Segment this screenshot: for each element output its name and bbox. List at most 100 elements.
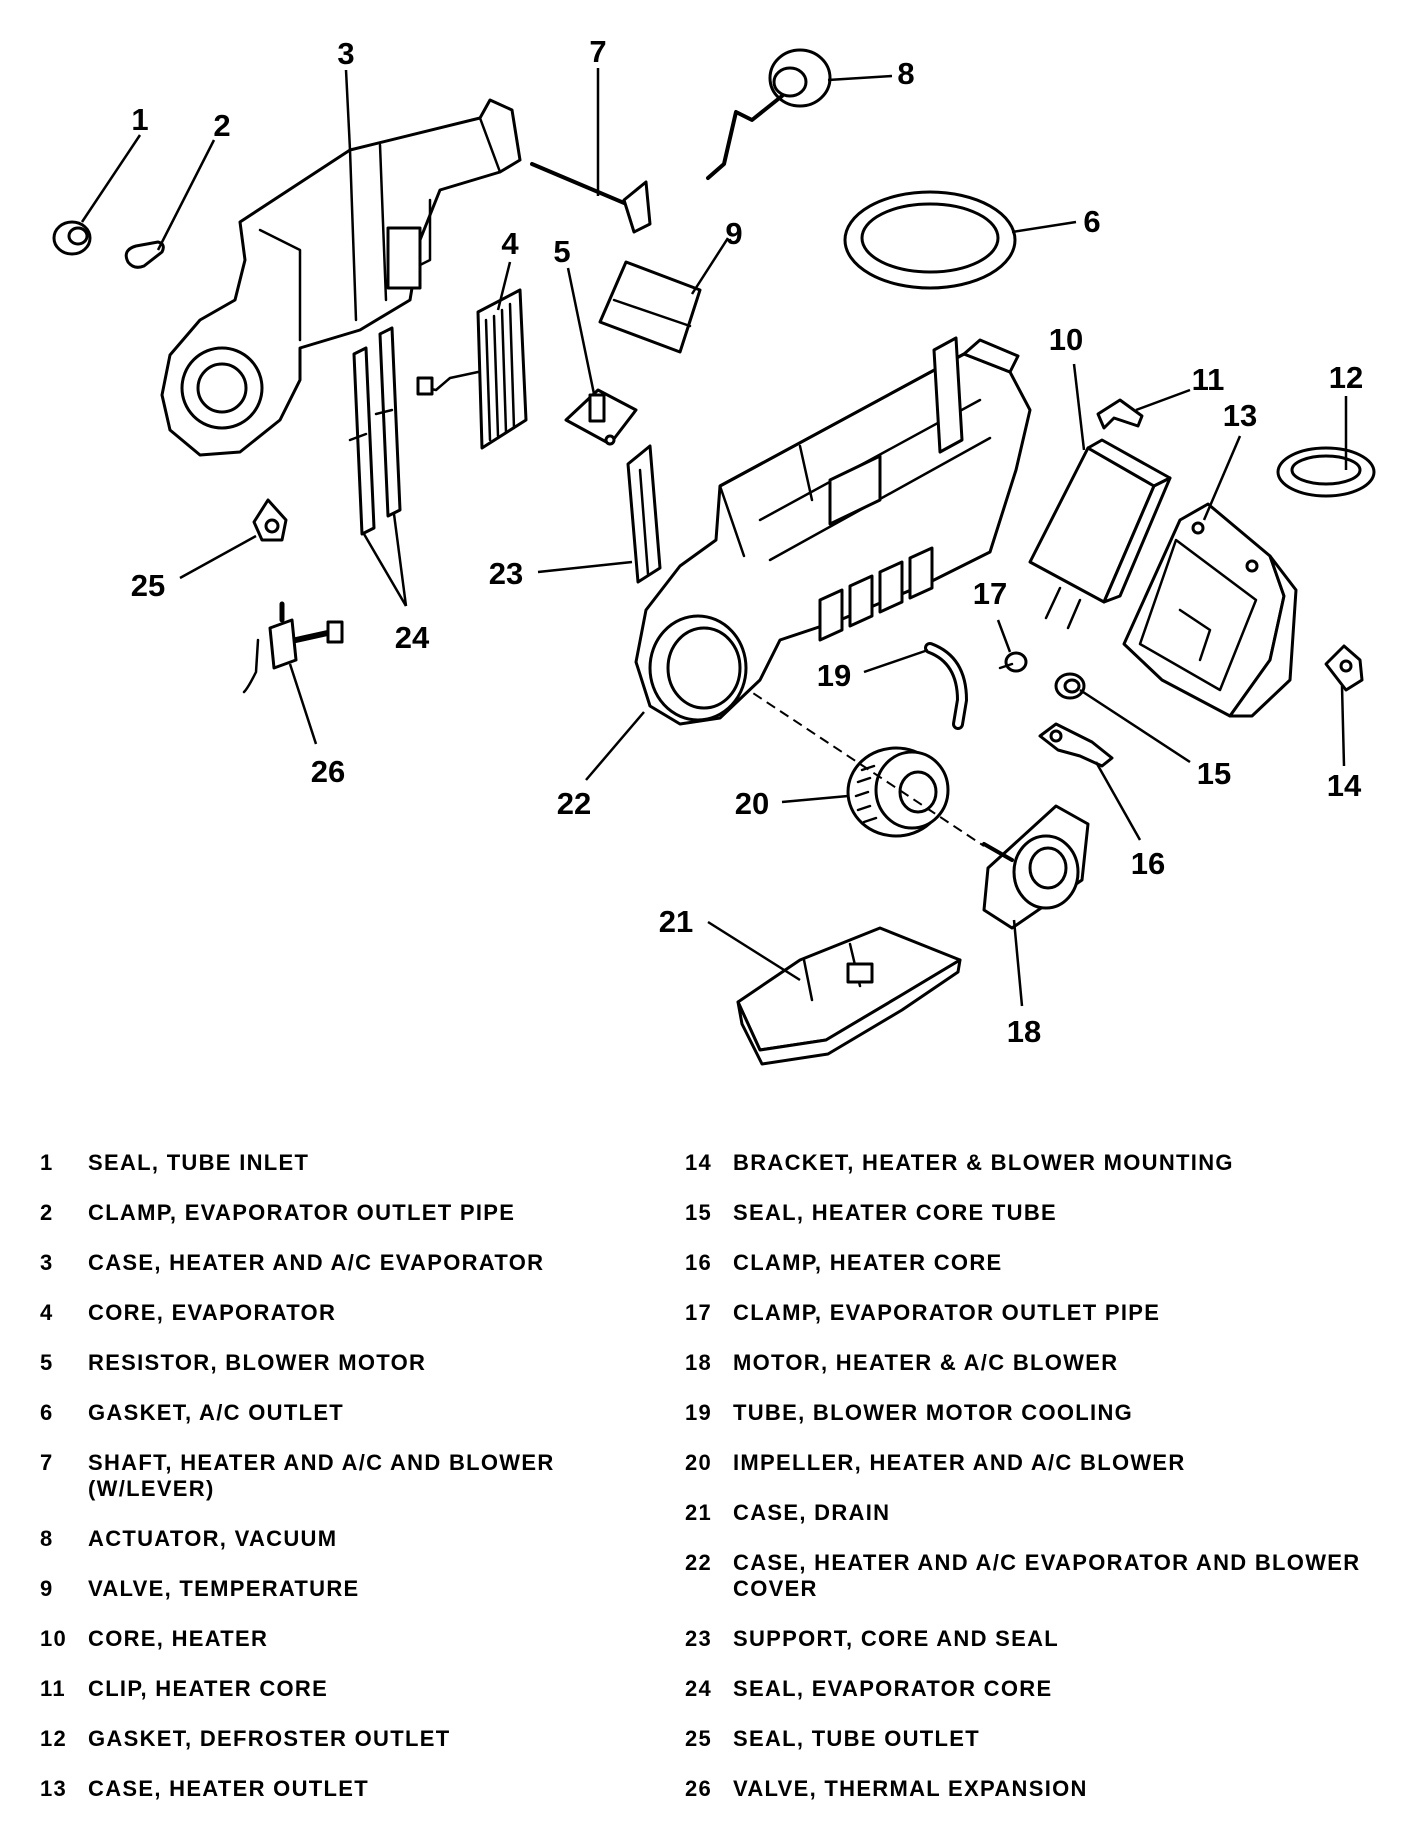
legend-description: SHAFT, HEATER AND A/C AND BLOWER (W/LEVE… <box>88 1450 555 1501</box>
callout-12: 12 <box>1329 360 1363 395</box>
legend-entry: 12 GASKET, DEFROSTER OUTLET <box>40 1726 640 1752</box>
leader-lines <box>80 68 1348 1007</box>
part-blower-motor-cooling-tube <box>924 642 968 730</box>
legend-description: IMPELLER, HEATER AND A/C BLOWER <box>733 1450 1186 1475</box>
callout-17: 17 <box>973 576 1007 611</box>
callout-labels: 1 2 3 4 5 6 7 8 9 10 11 12 13 14 15 16 1… <box>131 34 1363 1049</box>
legend-description: CASE, HEATER AND A/C EVAPORATOR AND BLOW… <box>733 1550 1361 1601</box>
legend-number: 11 <box>40 1676 66 1701</box>
legend-entry: 3 CASE, HEATER AND A/C EVAPORATOR <box>40 1250 640 1276</box>
part-case-heater-ac-evaporator <box>160 98 522 457</box>
legend-description: SEAL, EVAPORATOR CORE <box>733 1676 1053 1701</box>
legend-entry: 24 SEAL, EVAPORATOR CORE <box>685 1676 1375 1702</box>
legend-number: 18 <box>685 1350 713 1375</box>
legend-description: RESISTOR, BLOWER MOTOR <box>88 1350 427 1375</box>
callout-10: 10 <box>1049 322 1083 357</box>
legend-number: 12 <box>40 1726 68 1751</box>
legend-number: 24 <box>685 1676 713 1701</box>
legend-number: 13 <box>40 1776 68 1801</box>
callout-13: 13 <box>1223 398 1257 433</box>
legend-description: TUBE, BLOWER MOTOR COOLING <box>733 1400 1134 1425</box>
legend-description: SEAL, HEATER CORE TUBE <box>733 1200 1057 1225</box>
legend-description: GASKET, A/C OUTLET <box>88 1400 345 1425</box>
legend-description: CASE, HEATER AND A/C EVAPORATOR <box>88 1250 545 1275</box>
callout-19: 19 <box>817 658 851 693</box>
callout-25: 25 <box>131 568 165 603</box>
callout-22: 22 <box>557 786 591 821</box>
legend-entry: 26 VALVE, THERMAL EXPANSION <box>685 1776 1375 1802</box>
part-gasket-defroster-outlet <box>1276 446 1376 498</box>
legend-number: 9 <box>40 1576 54 1601</box>
legend-description: CLAMP, EVAPORATOR OUTLET PIPE <box>733 1300 1161 1325</box>
callout-6: 6 <box>1083 204 1100 239</box>
part-seal-evaporator-core <box>348 326 402 536</box>
callout-20: 20 <box>735 786 769 821</box>
callout-23: 23 <box>489 556 523 591</box>
part-case-heater-outlet <box>1122 502 1298 718</box>
legend-number: 14 <box>685 1150 713 1175</box>
part-resistor-blower-motor <box>564 388 638 446</box>
legend-description: MOTOR, HEATER & A/C BLOWER <box>733 1350 1119 1375</box>
legend-number: 21 <box>685 1500 713 1525</box>
part-vacuum-actuator <box>706 48 832 180</box>
callout-14: 14 <box>1327 768 1362 803</box>
callout-16: 16 <box>1131 846 1165 881</box>
legend-description: SEAL, TUBE INLET <box>88 1150 310 1175</box>
legend-number: 23 <box>685 1626 713 1651</box>
callout-8: 8 <box>897 56 914 91</box>
legend-number: 5 <box>40 1350 54 1375</box>
legend-description: CASE, DRAIN <box>733 1500 891 1525</box>
part-case-drain <box>736 926 962 1066</box>
legend-description: CLAMP, HEATER CORE <box>733 1250 1003 1275</box>
legend-description: CORE, EVAPORATOR <box>88 1300 337 1325</box>
legend-entry: 4 CORE, EVAPORATOR <box>40 1300 640 1326</box>
legend-entry: 6 GASKET, A/C OUTLET <box>40 1400 640 1426</box>
callout-18: 18 <box>1007 1014 1041 1049</box>
part-clamp-heater-core <box>1038 722 1114 768</box>
legend-number: 15 <box>685 1200 713 1225</box>
exploded-parts-diagram: 1 2 3 4 5 6 7 8 9 10 11 12 13 14 15 16 1… <box>52 34 1376 1066</box>
legend-description: SEAL, TUBE OUTLET <box>733 1726 980 1751</box>
legend-description: CLIP, HEATER CORE <box>88 1676 329 1701</box>
legend-entry: 11 CLIP, HEATER CORE <box>40 1676 640 1702</box>
legend-number: 3 <box>40 1250 54 1275</box>
legend-description: CORE, HEATER <box>88 1626 269 1651</box>
callout-9: 9 <box>725 216 742 251</box>
part-clamp-evaporator-outlet-pipe-17 <box>998 651 1028 673</box>
callout-21: 21 <box>659 904 693 939</box>
legend-number: 8 <box>40 1526 54 1551</box>
part-seal-heater-core-tube <box>1054 672 1086 700</box>
legend-description: GASKET, DEFROSTER OUTLET <box>88 1726 451 1751</box>
legend-description: BRACKET, HEATER & BLOWER MOUNTING <box>733 1150 1234 1175</box>
part-seal-tube-inlet <box>52 220 92 256</box>
part-heater-core <box>1028 438 1172 630</box>
legend-description: ACTUATOR, VACUUM <box>88 1526 338 1551</box>
part-core-evaporator <box>416 288 528 450</box>
callout-24: 24 <box>395 620 430 655</box>
legend-description: VALVE, THERMAL EXPANSION <box>733 1776 1088 1801</box>
callout-1: 1 <box>131 102 148 137</box>
legend-entry: 21 CASE, DRAIN <box>685 1500 1375 1526</box>
legend-entry: 14 BRACKET, HEATER & BLOWER MOUNTING <box>685 1150 1375 1176</box>
part-bracket-heater-blower-mounting <box>1324 644 1364 692</box>
legend-number: 10 <box>40 1626 68 1651</box>
callout-5: 5 <box>553 234 570 269</box>
legend-number: 26 <box>685 1776 713 1801</box>
callout-3: 3 <box>337 36 354 71</box>
legend-number: 4 <box>40 1300 54 1325</box>
part-clip-heater-core <box>1096 398 1144 430</box>
legend-number: 6 <box>40 1400 54 1425</box>
part-thermal-expansion-valve <box>242 601 344 694</box>
legend-entry: 8 ACTUATOR, VACUUM <box>40 1526 640 1552</box>
